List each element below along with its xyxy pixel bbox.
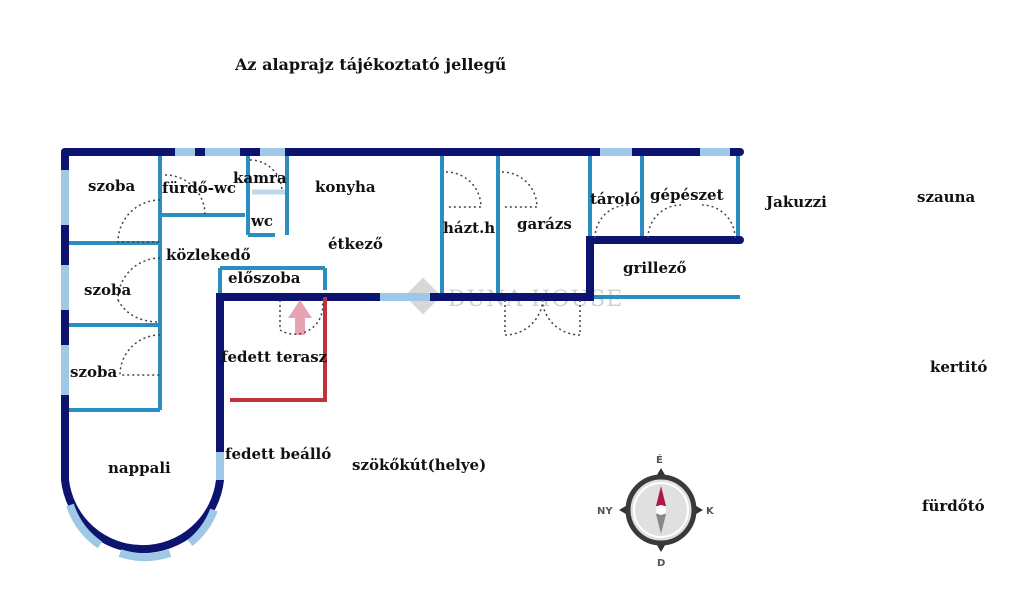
- room-label-fedett-beallo: fedett beálló: [225, 445, 331, 463]
- outside-label-jakuzzi: Jakuzzi: [764, 193, 827, 211]
- compass-icon: É K D NY: [597, 453, 715, 569]
- room-label-konyha: konyha: [315, 178, 376, 196]
- outside-label-furdoto: fürdőtó: [922, 497, 985, 515]
- page-title: Az alaprajz tájékoztató jellegű: [234, 55, 507, 74]
- room-label-szoba: szoba: [88, 177, 135, 195]
- room-label-hazt-h: házt.h: [443, 219, 495, 237]
- room-label-tarolo: tároló: [590, 190, 640, 208]
- svg-text:NY: NY: [597, 506, 613, 517]
- room-label-gepeszet: gépészet: [650, 186, 724, 204]
- room-label-kamra: kamra: [233, 169, 287, 187]
- door-swings: [117, 159, 736, 376]
- room-label-eloszoba: előszoba: [228, 269, 301, 287]
- svg-text:D: D: [657, 558, 665, 569]
- room-label-furdo-wc: fürdő-wc: [162, 179, 236, 197]
- room-label-garazs: garázs: [517, 215, 572, 233]
- room-label-etkezo: étkező: [328, 235, 383, 253]
- room-label-grillezo: grillező: [623, 259, 687, 277]
- room-label-fedett-terasz: fedett terasz: [221, 348, 328, 366]
- room-label-wc: wc: [250, 212, 273, 230]
- outside-label-kertito: kertitó: [930, 358, 987, 376]
- room-label-nappali: nappali: [108, 459, 171, 477]
- terrace-outline: [230, 297, 327, 402]
- entrance-arrow-icon: [288, 300, 312, 335]
- svg-text:É: É: [656, 453, 663, 466]
- inner-walls: [65, 152, 740, 412]
- svg-text:K: K: [706, 506, 715, 517]
- room-label-szoba-2: szoba: [84, 281, 131, 299]
- outer-walls: [61, 148, 744, 562]
- room-label-szoba-3: szoba: [70, 363, 117, 381]
- outside-label-szauna: szauna: [917, 188, 975, 206]
- room-label-kozlekedo: közlekedő: [166, 246, 251, 264]
- room-label-szokokut: szökőkút(helye): [352, 456, 486, 474]
